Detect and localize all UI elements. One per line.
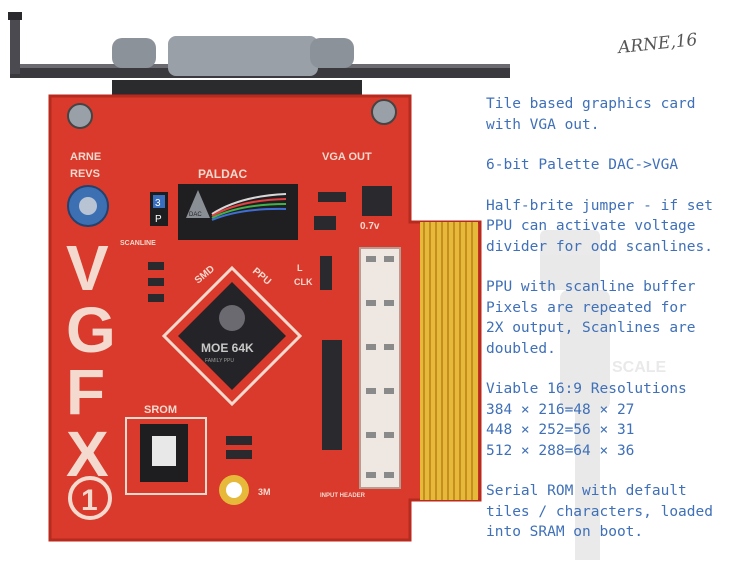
label-scanlines: SCANLINE	[120, 240, 156, 247]
label-clk: CLK	[294, 277, 313, 287]
note-tile-graphics: Tile based graphics card with VGA out.	[486, 96, 696, 133]
label-paldac: PALDAC	[198, 167, 247, 181]
scale-figure: SCALE	[540, 230, 667, 560]
half-brite-jumper: 3 P	[150, 192, 168, 226]
note-half-brite-jumper: Half-brite jumper - if set PPU can activ…	[486, 197, 713, 255]
note-palette-dac: 6-bit Palette DAC->VGA	[486, 157, 679, 173]
jumper-top: 3	[155, 198, 161, 209]
dac-label: DAC	[189, 212, 202, 218]
big-letter-g: G	[66, 294, 116, 366]
note-serial-rom: Serial ROM with default tiles / characte…	[486, 483, 713, 540]
label-revs: REVS	[70, 168, 100, 180]
io-header	[359, 247, 401, 489]
label-07v: 0.7v	[360, 221, 380, 232]
big-letter-f: F	[66, 356, 105, 428]
feature-notes: Tile based graphics card with VGA out. 6…	[486, 94, 736, 563]
revision-number: 1	[81, 484, 98, 517]
capacitor	[67, 185, 109, 227]
smd-components	[148, 186, 392, 459]
vgfx-letters: V G F X 1	[66, 232, 116, 520]
label-3m: 3M	[258, 487, 271, 497]
ppu-chip-subtext: FAMILY PPU	[205, 358, 234, 364]
note-ppu-scanline: PPU with scanline buffer Pixels are repe…	[486, 279, 696, 357]
note-resolutions: Viable 16:9 Resolutions 384 × 216=48 × 2…	[486, 381, 687, 459]
scale-label: SCALE	[612, 359, 667, 376]
big-letter-v: V	[66, 232, 109, 304]
label-vga-out: VGA OUT	[322, 151, 372, 163]
label-srom: SROM	[144, 404, 177, 416]
label-input-header: INPUT HEADER	[320, 493, 366, 499]
label-arne: ARNE	[70, 151, 101, 163]
ppu-chip: MOE 64K FAMILY PPU	[161, 265, 303, 407]
jumper-bottom: P	[155, 214, 162, 225]
palette-dac-chip: DAC	[178, 184, 298, 240]
ppu-chip-text: MOE 64K	[201, 341, 254, 355]
serial-rom-chip	[125, 417, 207, 495]
label-clk-mark: L	[297, 263, 303, 273]
